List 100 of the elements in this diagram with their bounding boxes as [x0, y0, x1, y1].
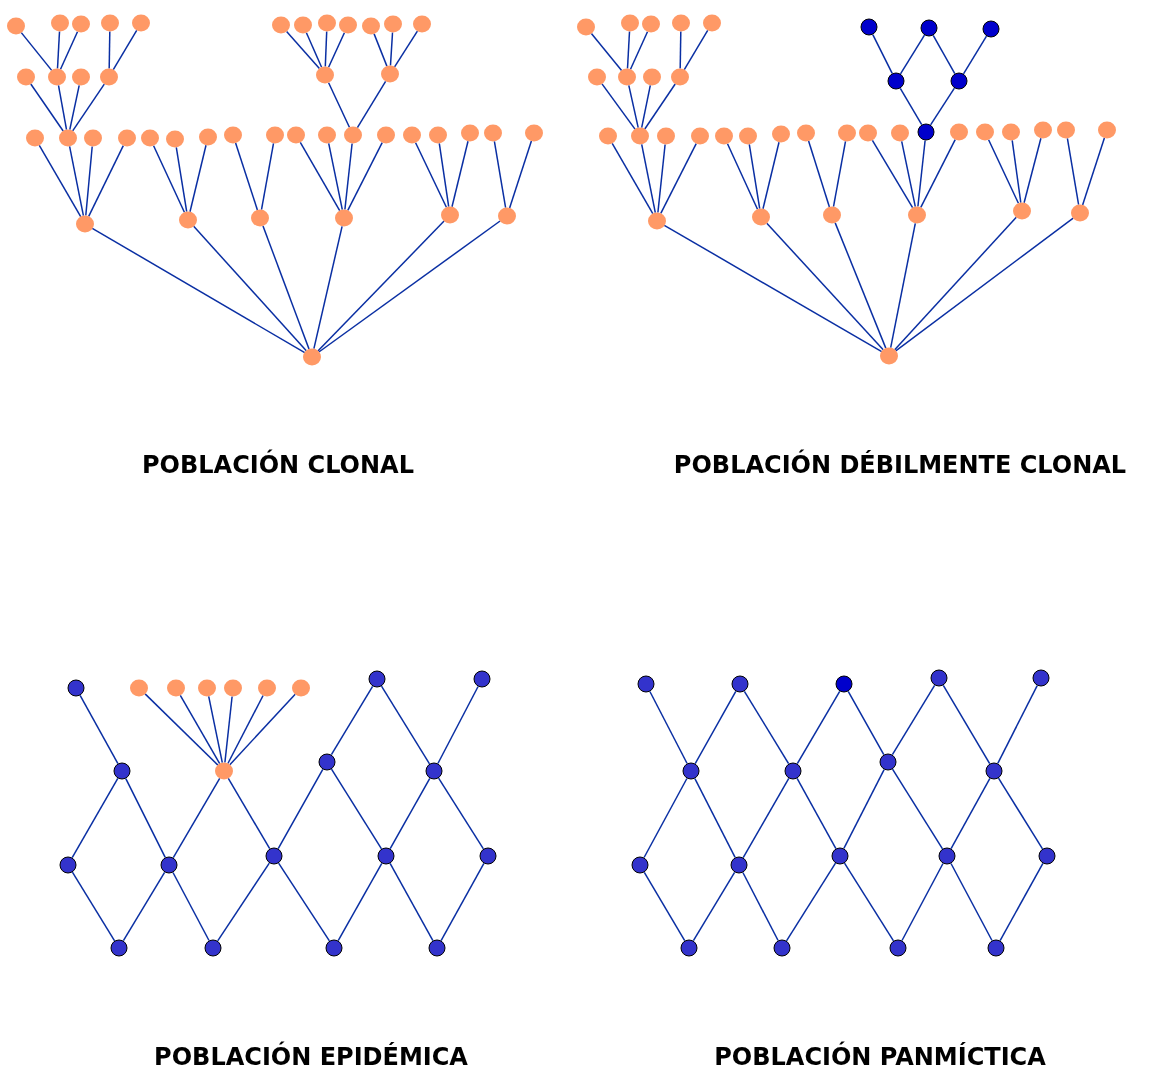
connector-line — [920, 138, 956, 209]
connector-line — [742, 777, 790, 859]
node-circle — [637, 675, 655, 693]
connector-line — [950, 777, 991, 850]
node-circle — [224, 679, 242, 697]
panel-title: POBLACIÓN DÉBILMENTE CLONAL — [673, 451, 1127, 479]
connector-line — [640, 84, 652, 129]
node-circle — [838, 124, 856, 142]
node-circle — [618, 68, 636, 86]
node-circle — [784, 762, 802, 780]
connector-line — [601, 83, 636, 130]
connector-line — [30, 83, 64, 132]
connector-line — [508, 140, 533, 209]
node-circle — [831, 847, 849, 865]
node-circle — [950, 123, 968, 141]
connector-line — [216, 862, 271, 942]
connector-line — [899, 87, 923, 126]
connector-line — [172, 777, 221, 859]
node-circle — [1002, 123, 1020, 141]
connector-line — [389, 777, 431, 850]
node-circle — [344, 126, 362, 144]
panel-title: POBLACIÓN PANMÍCTICA — [714, 1043, 1046, 1071]
node-circle — [294, 16, 312, 34]
connector-line — [899, 34, 926, 75]
connector-line — [962, 35, 988, 75]
node-circle — [731, 675, 749, 693]
node-circle — [930, 669, 948, 687]
connector-line — [125, 777, 166, 859]
connector-line — [122, 871, 166, 942]
connector-line — [748, 143, 761, 210]
node-circle — [441, 206, 459, 224]
node-circle — [428, 939, 446, 957]
node-circle — [51, 14, 69, 32]
node-circle — [132, 14, 150, 32]
node-circle — [179, 211, 197, 229]
node-circle — [642, 15, 660, 33]
node-circle — [377, 126, 395, 144]
node-circle — [682, 762, 700, 780]
node-circle — [339, 16, 357, 34]
node-circle — [204, 939, 222, 957]
node-circle — [110, 939, 128, 957]
connector-line — [901, 862, 944, 942]
node-circle — [7, 17, 25, 35]
connector-line — [85, 145, 93, 217]
node-circle — [160, 856, 178, 874]
connector-line — [762, 141, 780, 210]
connector-line — [843, 768, 885, 850]
connector-line — [628, 84, 639, 129]
node-circle — [985, 762, 1003, 780]
node-circle — [130, 679, 148, 697]
connector-line — [440, 862, 485, 942]
node-circle — [588, 68, 606, 86]
connector-line — [317, 220, 445, 352]
node-circle — [59, 129, 77, 147]
node-circle — [72, 68, 90, 86]
node-circle — [631, 127, 649, 145]
connector-line — [657, 143, 666, 214]
connector-line — [796, 690, 841, 765]
connector-line — [356, 80, 387, 129]
connector-line — [347, 141, 383, 212]
connector-line — [277, 862, 331, 942]
node-circle — [643, 68, 661, 86]
node-circle — [730, 856, 748, 874]
connector-line — [20, 31, 53, 72]
connector-line — [207, 695, 224, 764]
node-circle — [318, 753, 336, 771]
panel-title: POBLACIÓN CLONAL — [142, 451, 414, 479]
connector-line — [679, 30, 682, 70]
connector-line — [889, 222, 917, 349]
node-circle — [303, 348, 321, 366]
node-circle — [215, 762, 233, 780]
node-circle — [797, 124, 815, 142]
connector-line — [71, 871, 116, 942]
connector-line — [871, 139, 914, 209]
node-circle — [671, 68, 689, 86]
node-circle — [859, 124, 877, 142]
node-circle — [429, 126, 447, 144]
connector-line — [175, 146, 188, 213]
node-circle — [917, 123, 935, 141]
connector-line — [891, 768, 944, 850]
node-circle — [403, 126, 421, 144]
node-circle — [752, 208, 770, 226]
node-circle — [377, 847, 395, 865]
node-circle — [335, 209, 353, 227]
node-circle — [325, 939, 343, 957]
connector-line — [895, 217, 1074, 352]
connector-line — [59, 30, 79, 71]
connector-line — [224, 695, 233, 764]
connector-line — [144, 693, 219, 766]
node-circle — [525, 124, 543, 142]
node-circle — [362, 17, 380, 35]
connector-line — [1066, 137, 1080, 206]
node-circle — [473, 670, 491, 688]
connector-line — [891, 684, 936, 756]
connector-line — [318, 220, 501, 353]
connector-line — [493, 140, 507, 209]
node-circle — [141, 129, 159, 147]
connector-line — [262, 225, 310, 350]
connector-line — [152, 144, 186, 214]
node-circle — [498, 207, 516, 225]
